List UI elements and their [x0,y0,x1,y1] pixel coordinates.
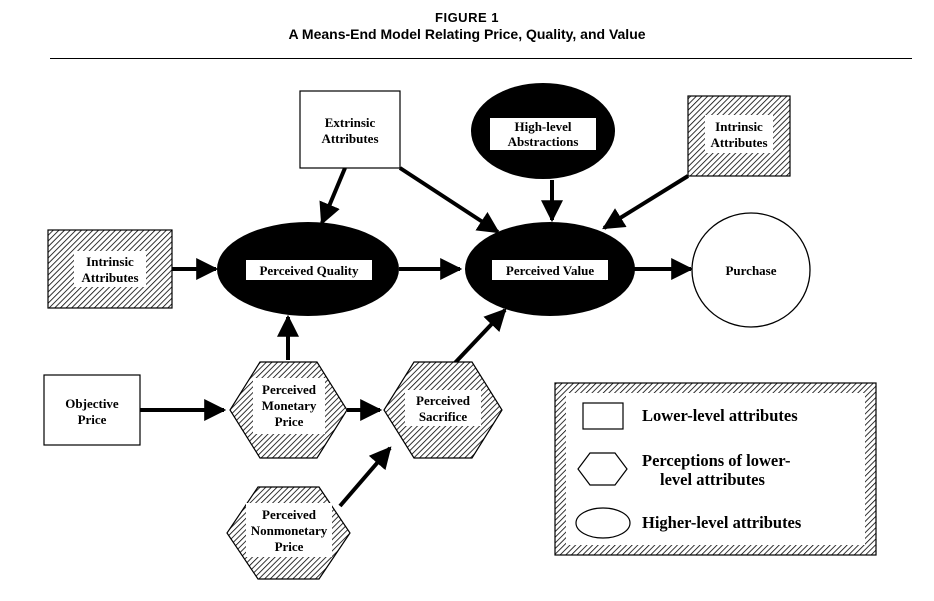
svg-text:Price: Price [78,412,107,427]
legend-square-symbol [582,402,624,430]
svg-text:Price: Price [275,539,304,554]
node-perceived-value: Perceived Value [465,222,635,316]
node-objective-price: Objective Price [43,374,141,446]
svg-text:Purchase: Purchase [725,263,776,278]
edge-intrinsic-top-to-value [602,174,690,230]
edge-sacrifice-to-value [450,308,507,368]
title-rule [50,58,912,59]
legend-item-lower: Lower-level attributes [582,402,798,430]
svg-text:Price: Price [275,414,304,429]
legend: Lower-level attributes Perceptions of lo… [554,382,877,556]
node-perceived-monetary-price: Perceived Monetary Price [229,361,348,459]
svg-text:High-level: High-level [514,119,571,134]
legend-item-higher: Higher-level attributes [575,507,802,539]
svg-text:Perceived Value: Perceived Value [506,263,594,278]
node-purchase: Purchase [691,212,811,328]
legend-item-perceptions: Perceptions of lower- level attributes [577,451,790,489]
edge-extrinsic-to-value [398,166,500,234]
svg-text:Nonmonetary: Nonmonetary [251,523,328,538]
svg-text:Perceived Quality: Perceived Quality [259,263,359,278]
svg-text:Abstractions: Abstractions [508,134,579,149]
legend-hexagon-symbol [577,452,628,486]
svg-text:level attributes: level attributes [660,470,766,489]
svg-text:Extrinsic: Extrinsic [325,115,376,130]
svg-text:Perceptions of lower-: Perceptions of lower- [642,451,790,470]
svg-text:Attributes: Attributes [321,131,378,146]
node-intrinsic-attributes-left: Intrinsic Attributes [47,229,173,309]
legend-ellipse-symbol [575,507,631,539]
svg-text:Attributes: Attributes [81,270,138,285]
node-perceived-sacrifice: Perceived Sacrifice [383,361,503,459]
svg-text:Perceived: Perceived [262,382,317,397]
svg-text:Sacrifice: Sacrifice [419,409,468,424]
edge-extrinsic-to-quality [319,167,347,226]
node-perceived-quality: Perceived Quality [217,222,399,316]
svg-text:Intrinsic: Intrinsic [86,254,134,269]
node-intrinsic-attributes-top: Intrinsic Attributes [687,95,791,177]
node-perceived-nonmonetary-price: Perceived Nonmonetary Price [226,486,351,580]
svg-text:Lower-level attributes: Lower-level attributes [642,406,798,425]
node-extrinsic-attributes: Extrinsic Attributes [299,90,401,169]
edge-nonmonetary-to-sacrifice [338,446,392,508]
svg-text:Attributes: Attributes [710,135,767,150]
figure-title: A Means-End Model Relating Price, Qualit… [288,26,646,42]
svg-text:Perceived: Perceived [262,507,317,522]
svg-text:Higher-level attributes: Higher-level attributes [642,513,802,532]
node-high-level-abstractions: High-level Abstractions [471,83,615,179]
svg-text:Objective: Objective [65,396,119,411]
svg-text:Perceived: Perceived [416,393,471,408]
figure-label: FIGURE 1 [435,10,499,25]
svg-text:Intrinsic: Intrinsic [715,119,763,134]
svg-text:Monetary: Monetary [262,398,317,413]
